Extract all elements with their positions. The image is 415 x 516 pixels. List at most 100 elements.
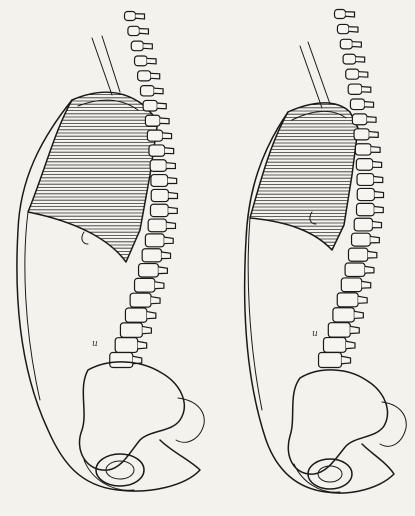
right-vertebra xyxy=(348,248,367,261)
left-vertebra xyxy=(135,56,148,66)
left-vertebra xyxy=(149,145,165,156)
left-spinous-process xyxy=(154,88,163,94)
left-spinous-process xyxy=(143,44,152,49)
right-vertebra xyxy=(337,293,358,307)
right-spinous-process xyxy=(350,326,359,333)
right-spinous-process xyxy=(365,102,374,108)
right-spinous-process xyxy=(373,162,382,168)
left-vertebra xyxy=(115,338,137,353)
right-vertebra xyxy=(335,10,346,19)
left-spinous-process xyxy=(151,297,160,304)
right-vertebra xyxy=(346,69,359,79)
left-vertebra xyxy=(138,71,151,81)
left-spinous-process xyxy=(147,58,156,63)
svg-text:u: u xyxy=(312,329,318,339)
right-vertebra xyxy=(340,39,352,49)
right-spinous-process xyxy=(370,236,379,242)
left-spinous-process xyxy=(166,222,175,228)
right-spinous-process xyxy=(374,206,383,212)
left-vertebra xyxy=(145,234,164,247)
right-vertebra xyxy=(333,308,354,322)
left-spinous-process xyxy=(168,178,177,184)
left-vertebra xyxy=(128,26,140,35)
left-spinous-process xyxy=(142,326,151,333)
left-vertebra xyxy=(120,323,142,337)
left-vertebra xyxy=(131,41,143,51)
right-vertebra xyxy=(356,159,372,171)
left-panel: u xyxy=(17,12,204,492)
left-spinous-process xyxy=(158,267,167,274)
left-vertebra xyxy=(151,175,168,187)
left-spinous-process xyxy=(139,29,148,34)
svg-text:u: u xyxy=(92,339,98,349)
left-spinous-process xyxy=(168,207,177,213)
right-spinous-process xyxy=(346,341,355,348)
right-spinous-process xyxy=(365,266,374,273)
right-spinous-process xyxy=(349,27,358,32)
left-spinous-process xyxy=(168,192,177,198)
right-vertebra xyxy=(355,144,371,155)
right-spinous-process xyxy=(362,281,371,288)
left-spinous-process xyxy=(147,312,156,319)
right-vertebra xyxy=(354,129,369,140)
right-vertebra xyxy=(341,278,361,292)
right-spinous-process xyxy=(368,251,377,258)
right-spinous-process xyxy=(354,311,363,318)
left-vertebra xyxy=(130,293,151,307)
left-vertebra xyxy=(150,160,166,172)
right-spinous-process xyxy=(358,296,367,303)
left-vertebra xyxy=(135,278,155,292)
left-spinous-process xyxy=(165,148,174,154)
left-vertebra xyxy=(125,308,146,322)
left-vertebra xyxy=(110,353,133,368)
right-spinous-process xyxy=(373,221,382,227)
left-vertebra xyxy=(150,204,168,216)
left-spinous-process xyxy=(157,103,166,109)
left-vertebra xyxy=(140,86,154,96)
left-spinous-process xyxy=(138,341,147,348)
right-vertebra xyxy=(324,338,346,353)
right-spinous-process xyxy=(342,356,351,364)
left-spinous-process xyxy=(164,237,173,243)
pelvis-left xyxy=(80,362,205,490)
right-vertebra xyxy=(350,99,364,110)
left-vertebra xyxy=(139,264,159,277)
right-vertebra xyxy=(357,188,374,200)
right-spinous-process xyxy=(371,147,380,153)
left-vertebra xyxy=(142,249,161,262)
right-vertebra xyxy=(356,203,374,215)
right-vertebra xyxy=(354,218,372,231)
right-vertebra xyxy=(319,353,342,368)
left-spinous-process xyxy=(166,163,175,169)
left-vertebra xyxy=(143,100,157,111)
left-vertebra xyxy=(145,115,160,126)
left-spinous-process xyxy=(160,118,169,124)
left-spinous-process xyxy=(162,252,171,259)
left-spinous-process xyxy=(136,14,145,19)
right-spinous-process xyxy=(375,191,384,197)
left-spinous-process xyxy=(163,133,172,139)
right-panel: u xyxy=(240,10,406,494)
right-vertebra xyxy=(357,174,374,186)
right-spinous-process xyxy=(374,177,383,183)
right-vertebra xyxy=(352,114,367,125)
left-vertebra xyxy=(147,130,162,141)
right-spinous-process xyxy=(359,72,368,78)
left-vertebra xyxy=(148,219,166,232)
right-spinous-process xyxy=(356,57,365,62)
left-vertebra xyxy=(125,12,136,21)
right-spinous-process xyxy=(352,42,361,47)
right-spinous-process xyxy=(367,117,376,123)
right-spinous-process xyxy=(369,132,378,138)
right-vertebra xyxy=(343,54,356,64)
right-spinous-process xyxy=(346,12,355,17)
right-vertebra xyxy=(328,323,350,337)
right-vertebra xyxy=(345,263,365,276)
spine-left xyxy=(110,12,178,368)
left-vertebra xyxy=(151,189,168,201)
right-vertebra xyxy=(337,24,349,33)
right-vertebra xyxy=(348,84,362,94)
left-spinous-process xyxy=(151,73,160,79)
pelvis-right xyxy=(288,370,406,492)
